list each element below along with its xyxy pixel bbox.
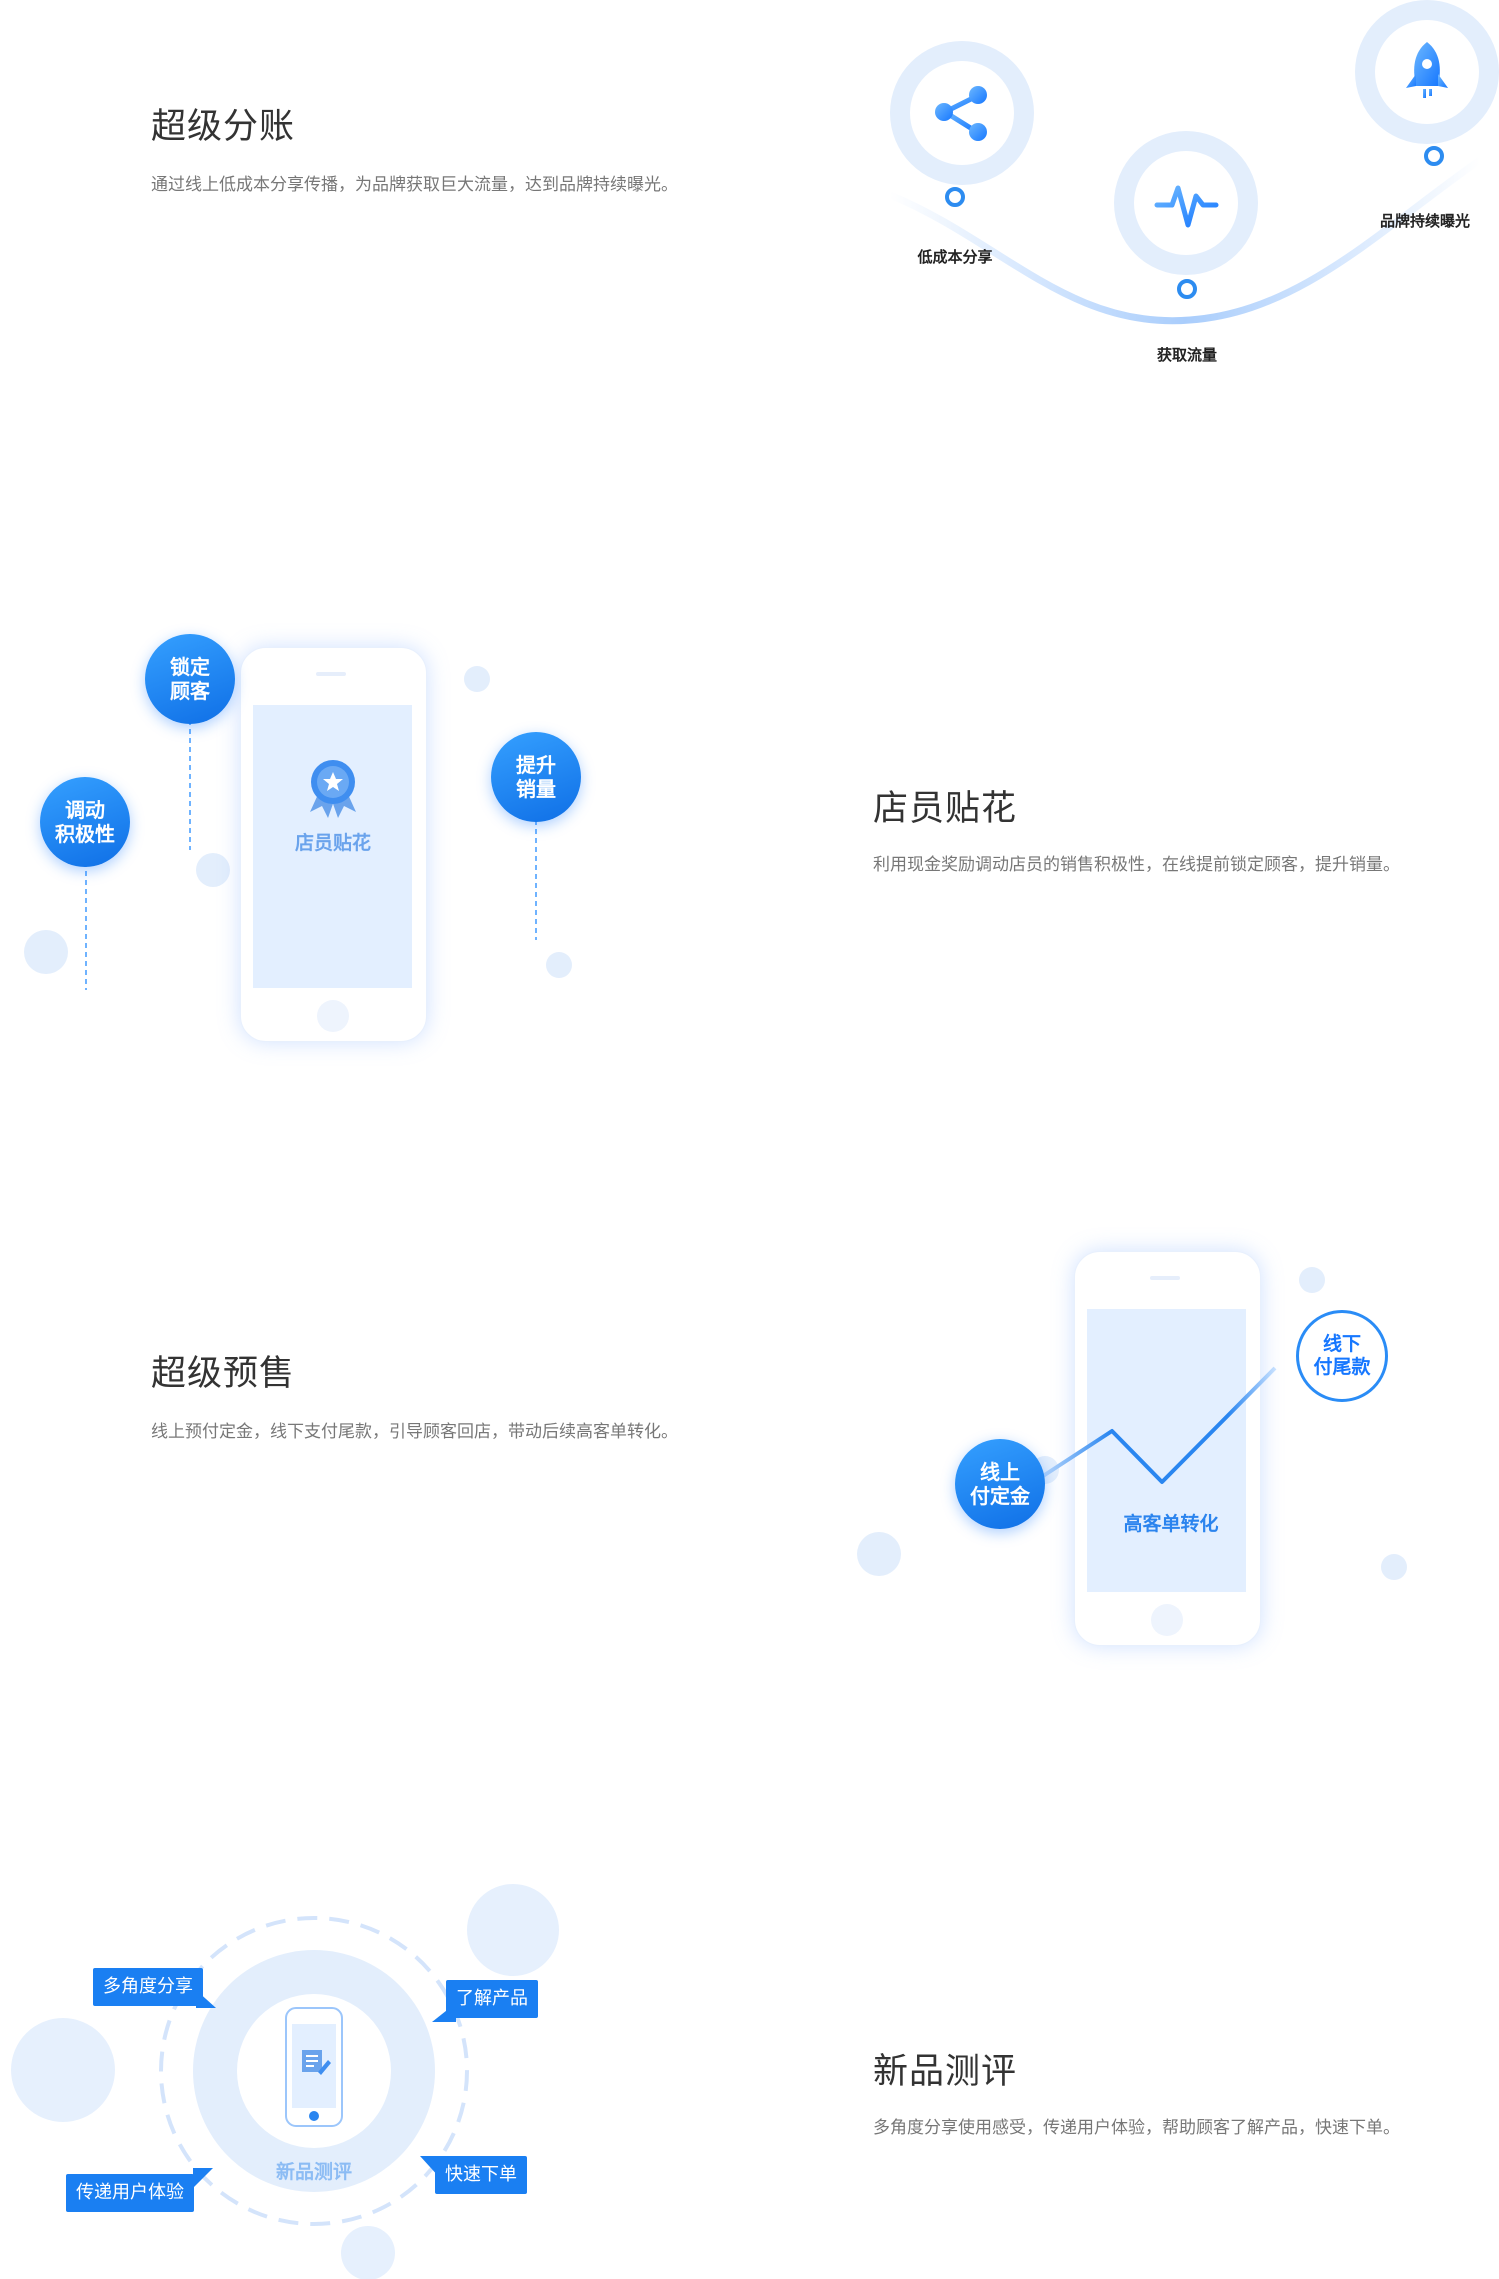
bubble-motivate-label: 调动 积极性	[55, 798, 115, 846]
badge-icon	[310, 760, 356, 818]
section3-description: 线上预付定金，线下支付尾款，引导顾客回店，带动后续高客单转化。	[151, 1422, 678, 1442]
bubble-motivate: 调动 积极性	[40, 777, 130, 867]
phone-mockup-presale	[1074, 1251, 1261, 1646]
bubble-lock-customer: 锁定 顾客	[145, 634, 235, 724]
section1-illustration	[888, 0, 1499, 325]
node-dot	[1424, 146, 1444, 166]
bubble-boost-sales-label: 提升 销量	[516, 753, 556, 801]
phone-label-clerk: 店员贴花	[294, 832, 372, 854]
rocket-icon	[1406, 42, 1448, 98]
phone-mockup	[240, 647, 427, 1042]
document-edit-icon	[302, 2050, 331, 2075]
section2-description: 利用现金奖励调动店员的销售积极性，在线提前锁定顾客，提升销量。	[873, 855, 1400, 875]
tag-know-product: 了解产品	[446, 1980, 538, 2018]
section4-description: 多角度分享使用感受，传递用户体验，帮助顾客了解产品，快速下单。	[873, 2118, 1400, 2138]
section1-title: 超级分账	[151, 107, 296, 147]
section2-decor	[24, 666, 572, 990]
section2-title: 店员贴花	[873, 789, 1018, 829]
flow-curve	[888, 157, 1483, 325]
node-dot	[945, 187, 965, 207]
bubble-online-deposit: 线上 付定金	[955, 1439, 1045, 1529]
bubble-online-deposit-label: 线上 付定金	[970, 1460, 1030, 1508]
center-label-new-product: 新品测评	[275, 2161, 353, 2183]
tag-multi-angle-share: 多角度分享	[93, 1968, 203, 2006]
bubble-lock-customer-label: 锁定 顾客	[170, 655, 210, 703]
bubble-boost-sales: 提升 销量	[491, 732, 581, 822]
share-icon	[935, 86, 987, 141]
tag-quick-order: 快速下单	[435, 2156, 527, 2194]
phone-label-conversion: 高客单转化	[1123, 1513, 1219, 1535]
node-label-exposure: 品牌持续曝光	[1379, 212, 1471, 230]
node-label-traffic: 获取流量	[1156, 346, 1218, 364]
node-dot	[1177, 279, 1197, 299]
bubble-offline-payment: 线下 付尾款	[1296, 1310, 1388, 1402]
bubble-offline-payment-label: 线下 付尾款	[1313, 1333, 1371, 1378]
section3-title: 超级预售	[151, 1354, 296, 1394]
node-label-share: 低成本分享	[917, 248, 993, 266]
pulse-icon	[1154, 185, 1219, 228]
section3-decor	[857, 1267, 1407, 1580]
tag-share-experience: 传递用户体验	[66, 2174, 194, 2212]
section4-title: 新品测评	[873, 2052, 1018, 2092]
section1-description: 通过线上低成本分享传播，为品牌获取巨大流量，达到品牌持续曝光。	[151, 175, 678, 195]
